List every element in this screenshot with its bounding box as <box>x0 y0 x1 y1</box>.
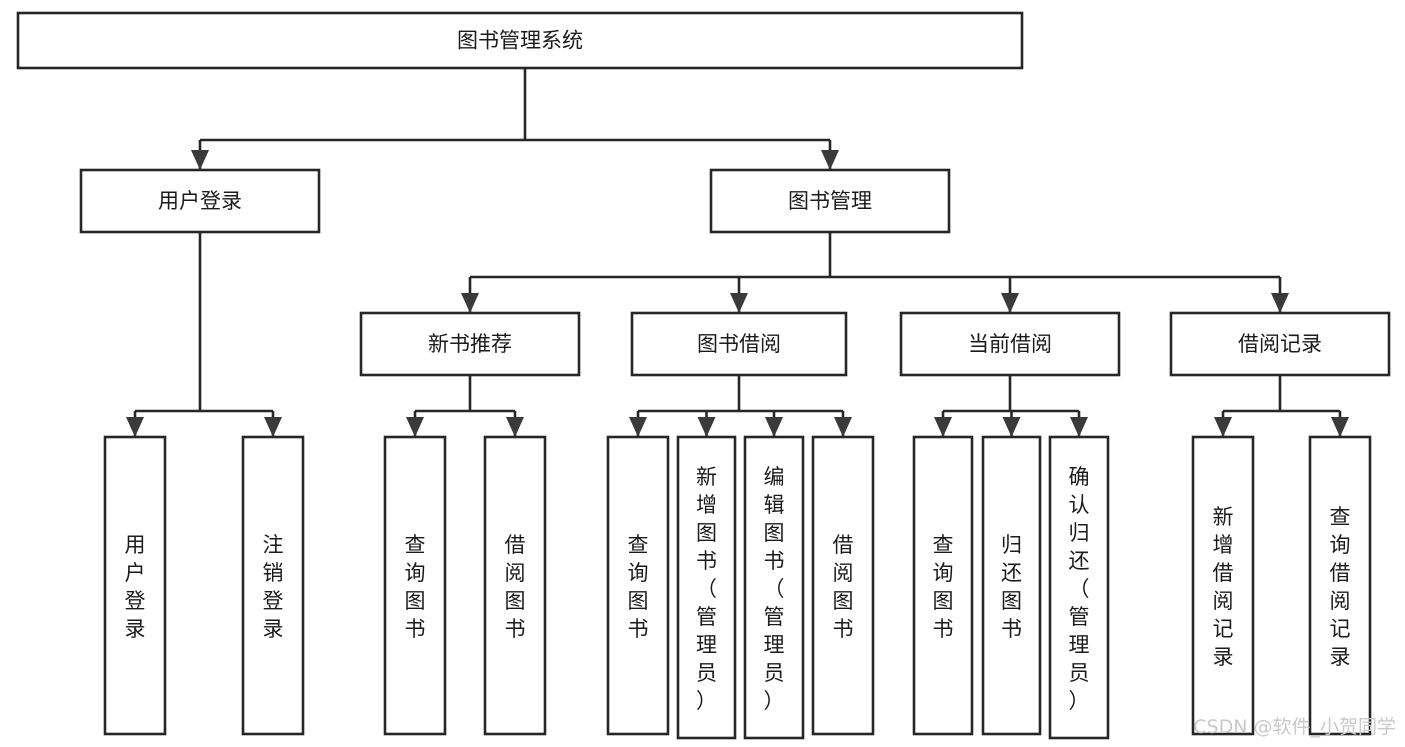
arrow-head-leaf-user-login <box>126 417 144 437</box>
node-leaf-query-book-borrow[interactable]: 查询图书 <box>606 435 670 736</box>
node-label-leaf-query-borrow-record: 查询借阅记录 <box>1330 505 1351 669</box>
node-leaf-borrow-book[interactable]: 借阅图书 <box>811 435 875 736</box>
node-book-borrow[interactable]: 图书借阅 <box>630 311 848 377</box>
node-label-current-borrow: 当前借阅 <box>968 332 1052 356</box>
connector-layer <box>126 68 1349 437</box>
node-box-leaf-query-borrow-record[interactable] <box>1308 435 1372 736</box>
node-label-leaf-query-book-current: 查询图书 <box>933 533 954 641</box>
node-label-user-login: 用户登录 <box>158 189 242 213</box>
node-label-leaf-add-book-admin: 新增图书（管理员） <box>696 465 717 713</box>
node-box-leaf-return-book[interactable] <box>981 435 1042 736</box>
csdn-watermark: CSDN @软件_小贺同学 <box>1193 716 1396 738</box>
node-book-management[interactable]: 图书管理 <box>709 168 951 234</box>
node-box-user-login[interactable] <box>79 168 321 234</box>
arrow-head-book-management <box>821 150 839 170</box>
node-leaf-return-book[interactable]: 归还图书 <box>981 435 1042 736</box>
node-label-leaf-user-login: 用户登录 <box>125 533 146 641</box>
node-box-leaf-query-book-rec[interactable] <box>383 435 447 736</box>
arrow-head-leaf-add-book-admin <box>697 417 716 437</box>
node-label-leaf-borrow-book-rec: 借阅图书 <box>505 533 526 641</box>
arrow-head-leaf-return-book <box>1002 417 1021 437</box>
node-label-leaf-query-book-rec: 查询图书 <box>405 533 426 641</box>
node-box-leaf-user-login[interactable] <box>103 435 167 736</box>
arrow-head-leaf-edit-book-admin <box>765 417 783 437</box>
arrow-head-leaf-borrow-book <box>834 417 852 437</box>
node-box-leaf-query-book-current[interactable] <box>912 435 974 736</box>
node-leaf-add-book-admin[interactable]: 新增图书（管理员） <box>676 435 737 740</box>
node-box-borrow-record[interactable] <box>1169 311 1391 377</box>
node-leaf-add-borrow-record[interactable]: 新增借阅记录 <box>1191 435 1255 736</box>
node-label-leaf-return-book: 归还图书 <box>1001 533 1022 641</box>
node-box-leaf-add-book-admin[interactable] <box>676 435 737 740</box>
arrow-head-leaf-confirm-return-admin <box>1070 417 1088 437</box>
node-leaf-user-login[interactable]: 用户登录 <box>103 435 167 736</box>
node-user-login[interactable]: 用户登录 <box>79 168 321 234</box>
node-label-leaf-confirm-return-admin: 确认归还（管理员） <box>1069 465 1090 713</box>
arrow-head-leaf-query-book-current <box>934 417 952 437</box>
node-borrow-record[interactable]: 借阅记录 <box>1169 311 1391 377</box>
arrow-head-user-login <box>191 150 209 170</box>
node-label-book-borrow: 图书借阅 <box>697 332 781 356</box>
node-label-leaf-query-book-borrow: 查询图书 <box>628 533 649 641</box>
node-label-new-book-recommend: 新书推荐 <box>428 332 512 356</box>
node-box-leaf-borrow-book-rec[interactable] <box>483 435 547 736</box>
node-leaf-logout[interactable]: 注销登录 <box>241 435 305 736</box>
node-box-leaf-edit-book-admin[interactable] <box>743 435 805 740</box>
node-box-book-borrow[interactable] <box>630 311 848 377</box>
node-leaf-edit-book-admin[interactable]: 编辑图书（管理员） <box>743 435 805 740</box>
arrow-head-leaf-logout <box>264 417 282 437</box>
arrow-head-borrow-record <box>1271 293 1289 313</box>
node-leaf-query-book-current[interactable]: 查询图书 <box>912 435 974 736</box>
node-label-root: 图书管理系统 <box>457 29 583 53</box>
arrow-head-leaf-query-book-rec <box>406 417 424 437</box>
node-box-leaf-add-borrow-record[interactable] <box>1191 435 1255 736</box>
node-leaf-confirm-return-admin[interactable]: 确认归还（管理员） <box>1048 435 1110 740</box>
node-label-leaf-borrow-book: 借阅图书 <box>833 533 854 641</box>
node-layer: 图书管理系统用户登录图书管理新书推荐图书借阅当前借阅借阅记录用户登录注销登录查询… <box>16 11 1391 740</box>
node-label-borrow-record: 借阅记录 <box>1238 332 1322 356</box>
node-box-leaf-query-book-borrow[interactable] <box>606 435 670 736</box>
arrow-head-leaf-borrow-book-rec <box>506 417 524 437</box>
node-leaf-query-borrow-record[interactable]: 查询借阅记录 <box>1308 435 1372 736</box>
arrow-head-leaf-query-book-borrow <box>629 417 647 437</box>
node-current-borrow[interactable]: 当前借阅 <box>899 311 1121 377</box>
arrow-head-book-borrow <box>730 293 748 313</box>
node-label-leaf-logout: 注销登录 <box>263 533 284 641</box>
node-new-book-recommend[interactable]: 新书推荐 <box>359 311 581 377</box>
arrow-head-current-borrow <box>1001 293 1019 313</box>
node-root[interactable]: 图书管理系统 <box>16 11 1024 70</box>
node-label-leaf-add-borrow-record: 新增借阅记录 <box>1213 505 1234 669</box>
node-box-leaf-borrow-book[interactable] <box>811 435 875 736</box>
node-box-new-book-recommend[interactable] <box>359 311 581 377</box>
node-label-book-management: 图书管理 <box>788 189 872 213</box>
arrow-head-leaf-add-borrow-record <box>1214 417 1232 437</box>
node-box-root[interactable] <box>16 11 1024 70</box>
node-box-book-management[interactable] <box>709 168 951 234</box>
node-box-leaf-confirm-return-admin[interactable] <box>1048 435 1110 740</box>
node-leaf-query-book-rec[interactable]: 查询图书 <box>383 435 447 736</box>
node-box-current-borrow[interactable] <box>899 311 1121 377</box>
node-leaf-borrow-book-rec[interactable]: 借阅图书 <box>483 435 547 736</box>
arrow-head-leaf-query-borrow-record <box>1331 417 1349 437</box>
arrow-head-new-book-recommend <box>461 293 479 313</box>
node-label-leaf-edit-book-admin: 编辑图书（管理员） <box>764 465 785 713</box>
node-box-leaf-logout[interactable] <box>241 435 305 736</box>
